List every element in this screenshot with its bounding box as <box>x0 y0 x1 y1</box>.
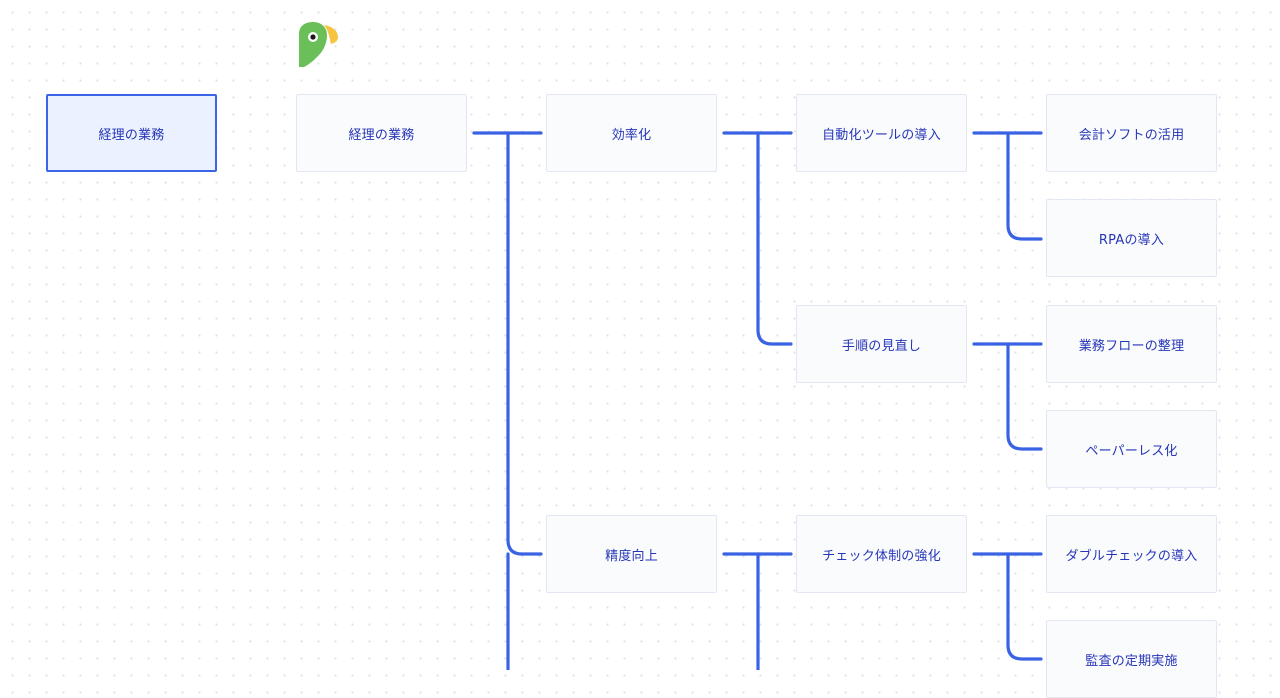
node-workflow[interactable]: 業務フローの整理 <box>1046 305 1217 383</box>
node-rpa[interactable]: RPAの導入 <box>1046 199 1217 277</box>
node-efficiency[interactable]: 効率化 <box>546 94 717 172</box>
parrot-logo-icon <box>296 22 344 74</box>
node-double-check-label: ダブルチェックの導入 <box>1065 548 1198 564</box>
parrot-pupil <box>310 34 316 40</box>
node-accounting-software-label: 会計ソフトの活用 <box>1078 127 1185 143</box>
node-check-system[interactable]: チェック体制の強化 <box>796 515 967 593</box>
node-audit[interactable]: 監査の定期実施 <box>1046 620 1217 698</box>
node-automation-label: 自動化ツールの導入 <box>822 127 941 143</box>
node-accuracy[interactable]: 精度向上 <box>546 515 717 593</box>
palette-node-label: 経理の業務 <box>98 127 165 143</box>
node-efficiency-label: 効率化 <box>611 127 652 143</box>
node-paperless-label: ペーパーレス化 <box>1085 443 1178 459</box>
node-check-system-label: チェック体制の強化 <box>822 548 941 564</box>
node-paperless[interactable]: ペーパーレス化 <box>1046 410 1217 488</box>
node-accounting-software[interactable]: 会計ソフトの活用 <box>1046 94 1217 172</box>
parrot-beak <box>324 25 338 44</box>
connector-automation-rpa <box>1006 131 1043 241</box>
node-double-check[interactable]: ダブルチェックの導入 <box>1046 515 1217 593</box>
parrot-body <box>299 22 327 67</box>
node-rpa-label: RPAの導入 <box>1098 232 1165 248</box>
connector-root-accuracy <box>506 131 543 556</box>
connector-lines <box>472 131 1043 670</box>
connector-check-audit <box>1006 552 1043 661</box>
node-root[interactable]: 経理の業務 <box>296 94 467 172</box>
node-automation[interactable]: 自動化ツールの導入 <box>796 94 967 172</box>
connector-procedure-paperless <box>1006 342 1043 451</box>
node-procedure-review[interactable]: 手順の見直し <box>796 305 967 383</box>
node-workflow-label: 業務フローの整理 <box>1078 338 1185 354</box>
palette-node[interactable]: 経理の業務 <box>46 94 217 172</box>
node-root-label: 経理の業務 <box>348 127 415 143</box>
connector-efficiency-procedure <box>756 131 793 346</box>
node-procedure-review-label: 手順の見直し <box>841 338 922 354</box>
node-audit-label: 監査の定期実施 <box>1085 653 1178 669</box>
node-accuracy-label: 精度向上 <box>605 548 658 564</box>
